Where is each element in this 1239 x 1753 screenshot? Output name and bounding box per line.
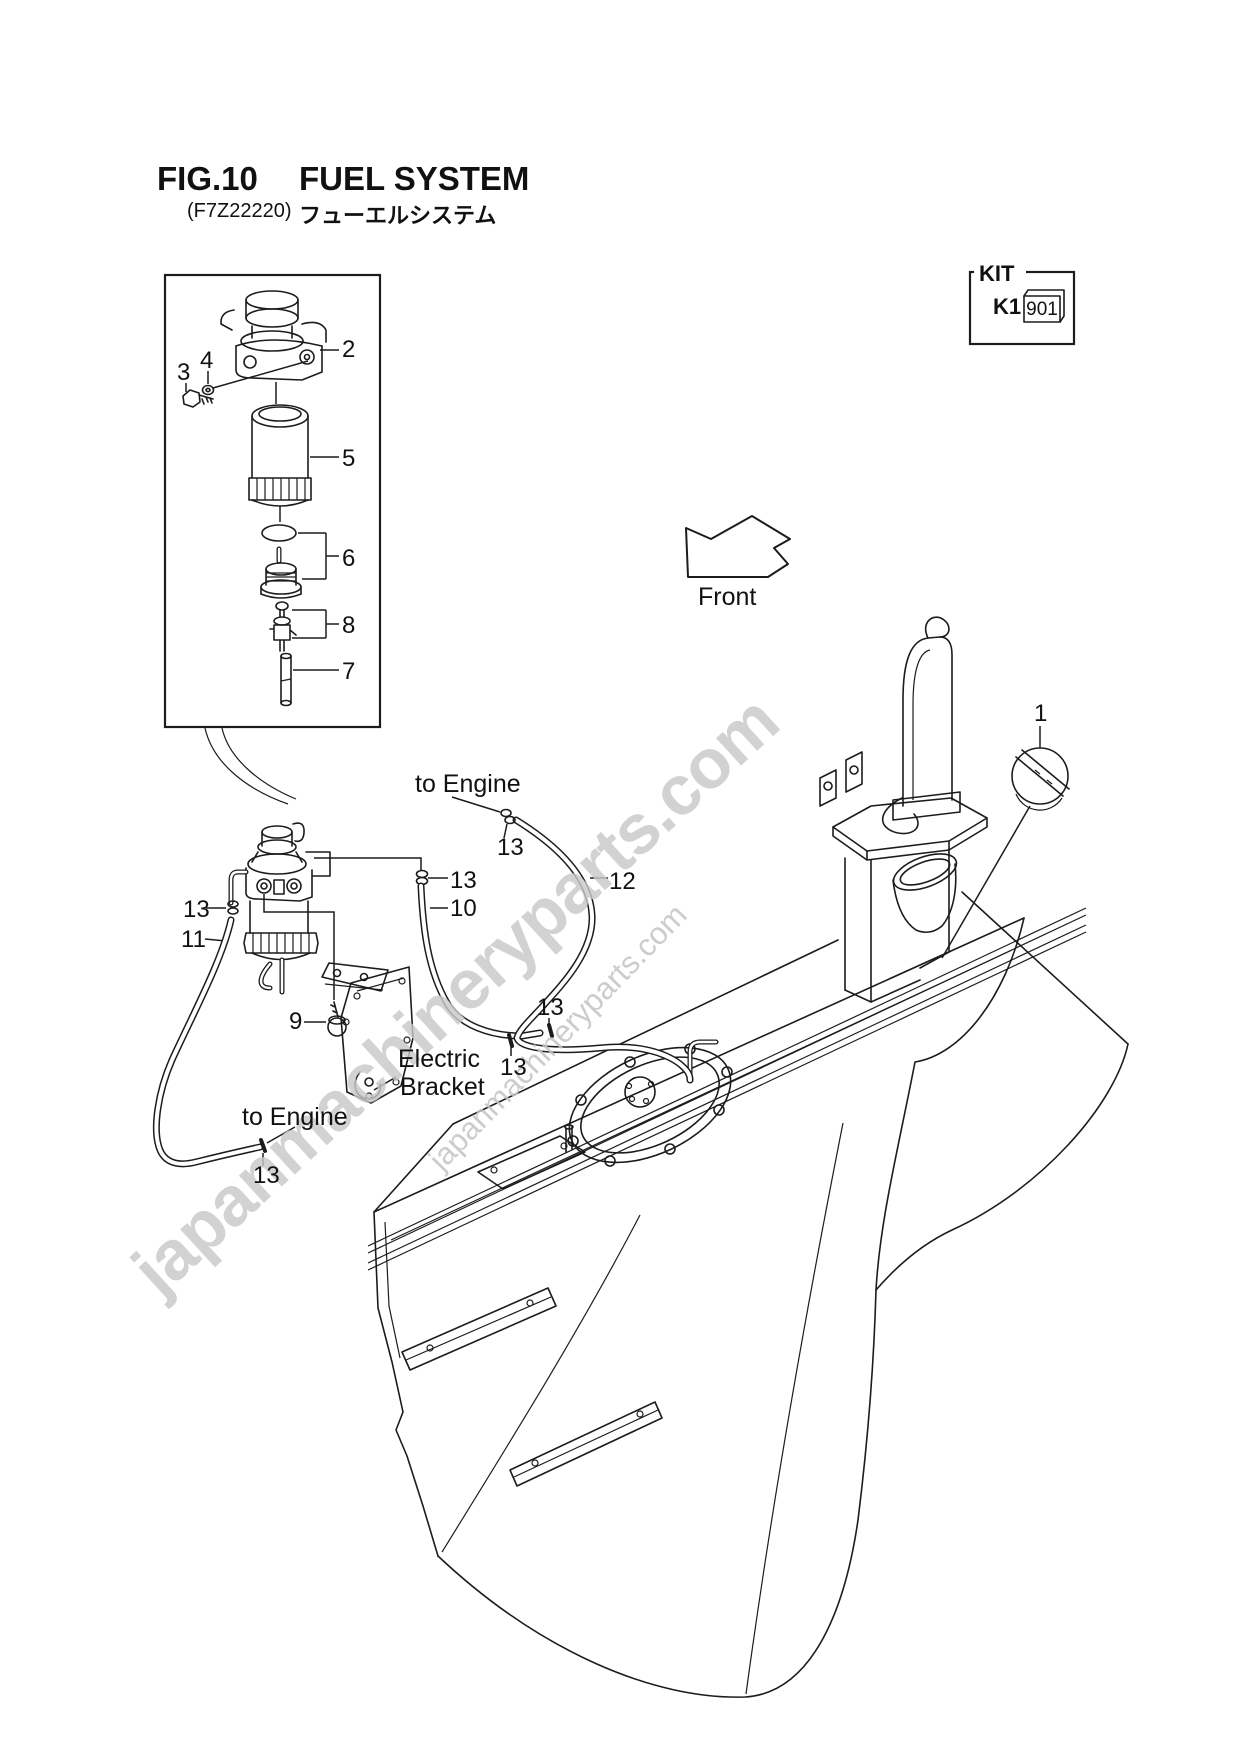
callout-part-10: 10 — [450, 895, 477, 922]
detail-box-pointer — [204, 727, 297, 805]
callout-part-6: 6 — [342, 545, 355, 572]
hose-10 — [417, 882, 544, 1040]
figure-number: FIG.10 — [157, 160, 258, 197]
part-4-washer — [201, 384, 215, 396]
title-block: FIG.10 FUEL SYSTEM (F7Z22220) フューエルシステム — [157, 160, 529, 228]
annotation-to-engine: to Engine — [242, 1103, 348, 1131]
callout-part-2: 2 — [342, 336, 355, 363]
part-7-drain-tube — [280, 652, 292, 707]
kit-box-label: KIT — [979, 261, 1015, 286]
fuel-cap — [941, 726, 1070, 959]
kit-code: K1 — [993, 294, 1021, 319]
detail-box-frame — [163, 273, 382, 729]
kit-value: 901 — [1026, 299, 1058, 320]
callout-part-13: 13 — [253, 1162, 280, 1189]
annotation-to-engine: to Engine — [415, 770, 521, 798]
callout-part-4: 4 — [200, 347, 213, 374]
annotation-electric: Electric — [398, 1045, 480, 1073]
part-8-valve — [269, 601, 297, 652]
bracket-8 — [292, 609, 339, 639]
fuel-tank — [367, 891, 1129, 1698]
callout-part-13: 13 — [497, 834, 524, 861]
hose-12 — [500, 808, 694, 1084]
page-title-japanese: フューエルシステム — [299, 203, 496, 228]
mount-pad-lower — [509, 1401, 663, 1487]
part-3-bolt — [182, 389, 214, 408]
callout-part-12: 12 — [609, 868, 636, 895]
leaders-2-5-7 — [293, 349, 339, 671]
callout-part-3: 3 — [177, 359, 190, 386]
figure-code: (F7Z22220) — [187, 200, 292, 222]
callout-part-13: 13 — [537, 994, 564, 1021]
callout-part-13: 13 — [500, 1054, 527, 1081]
callout-part-5: 5 — [342, 445, 355, 472]
callout-part-7: 7 — [342, 658, 355, 685]
callout-part-9: 9 — [289, 1008, 302, 1035]
kit-box: KIT K1 901 — [968, 260, 1076, 346]
fuel-sender-plate — [567, 1043, 733, 1167]
callout-part-8: 8 — [342, 612, 355, 639]
exploded-filter-box — [163, 273, 382, 729]
leader-3-4 — [185, 360, 309, 392]
cap-to-neck-leader — [941, 805, 1031, 959]
page-title: FUEL SYSTEM — [299, 160, 529, 197]
part-5-cartridge — [248, 382, 312, 507]
tank-inlet-elbow — [687, 1039, 719, 1083]
hose-clamps — [259, 796, 608, 1166]
filler-tower — [819, 616, 988, 1003]
annotation-bracket: Bracket — [400, 1073, 485, 1101]
callout-part-13: 13 — [183, 896, 210, 923]
front-direction-arrow — [685, 515, 791, 578]
hose-11 — [152, 916, 264, 1168]
filter-leaders — [204, 857, 448, 1023]
callout-part-13: 13 — [450, 867, 477, 894]
electric-bracket — [321, 962, 414, 1104]
kit-value-key: 901 — [1023, 289, 1065, 323]
part-6-seal-and-float — [260, 506, 302, 599]
part-2-filter-head — [220, 290, 327, 381]
mount-pad-upper — [401, 1287, 557, 1371]
callout-part-1: 1 — [1034, 700, 1047, 727]
assembled-fuel-filter — [228, 822, 331, 995]
annotation-front: Front — [698, 583, 756, 611]
bracket-6 — [298, 532, 339, 580]
callout-part-11: 11 — [181, 926, 206, 953]
